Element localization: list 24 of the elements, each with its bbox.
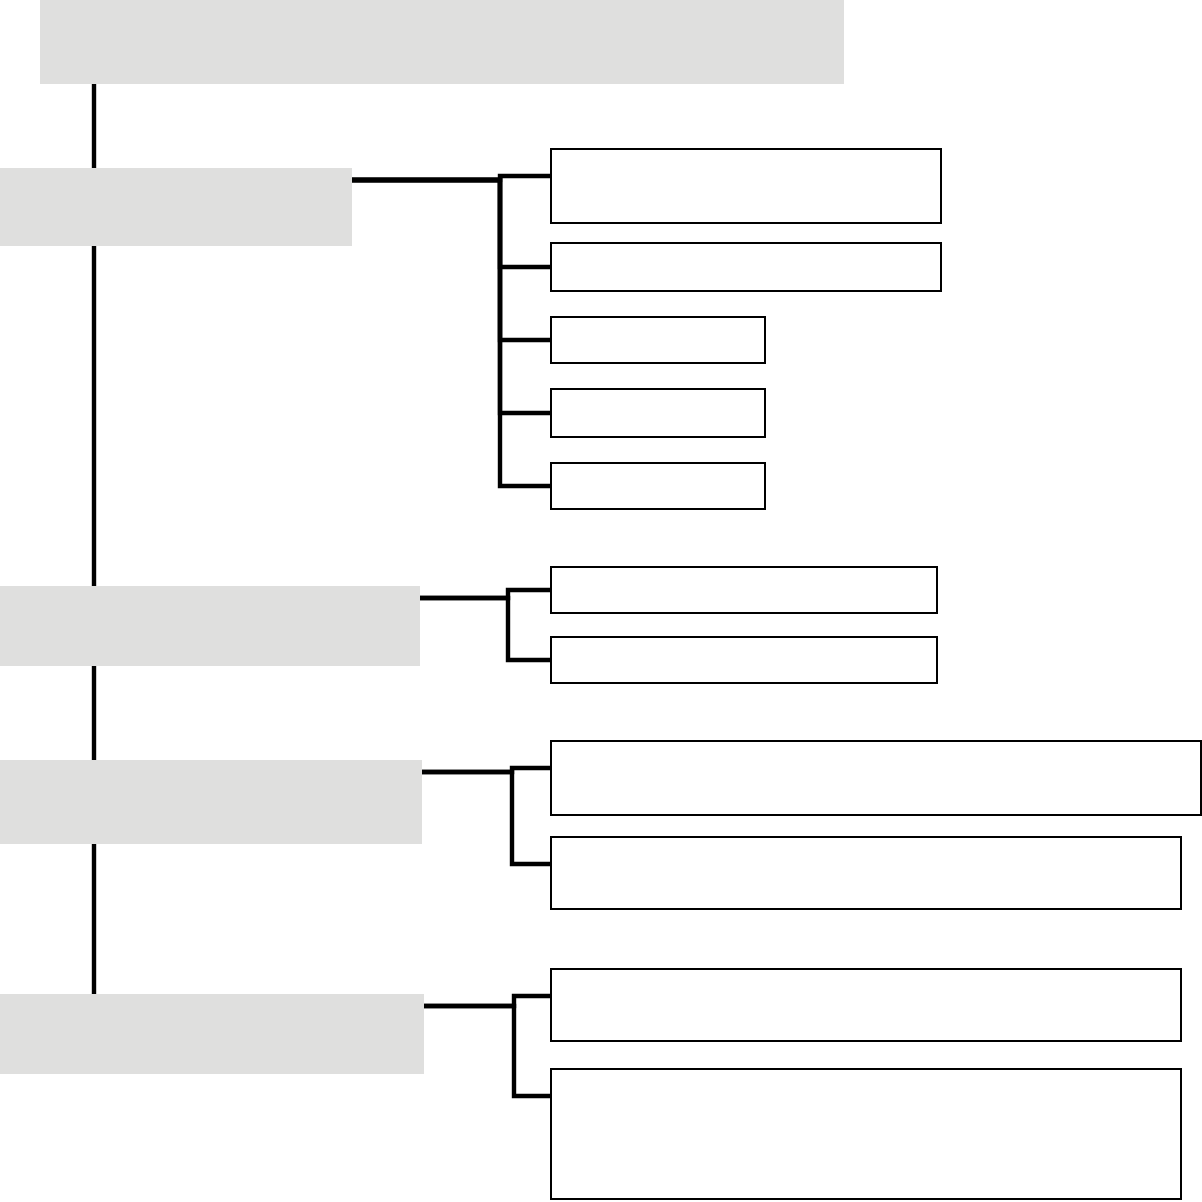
outline-box xyxy=(550,242,942,292)
connector-line xyxy=(422,769,550,867)
outline-box xyxy=(550,636,938,684)
connector-line xyxy=(91,84,97,168)
outline-box xyxy=(550,388,766,438)
outline-box xyxy=(550,1068,1182,1200)
outline-box xyxy=(550,968,1182,1042)
heading-bar xyxy=(0,168,352,246)
connector-line xyxy=(91,666,97,760)
outline-box xyxy=(550,462,766,510)
outline-box xyxy=(550,316,766,364)
connector-line xyxy=(91,844,97,994)
heading-bar xyxy=(40,0,844,84)
connector-line xyxy=(424,1003,550,1099)
outline-box xyxy=(550,566,938,614)
connector-line xyxy=(352,177,550,489)
heading-bar xyxy=(0,760,422,844)
heading-bar xyxy=(0,586,420,666)
connector-line xyxy=(420,595,550,663)
heading-bar xyxy=(0,994,424,1074)
connector-line xyxy=(91,246,97,586)
outline-box xyxy=(550,148,942,224)
outline-box xyxy=(550,836,1182,910)
outline-box xyxy=(550,740,1202,816)
